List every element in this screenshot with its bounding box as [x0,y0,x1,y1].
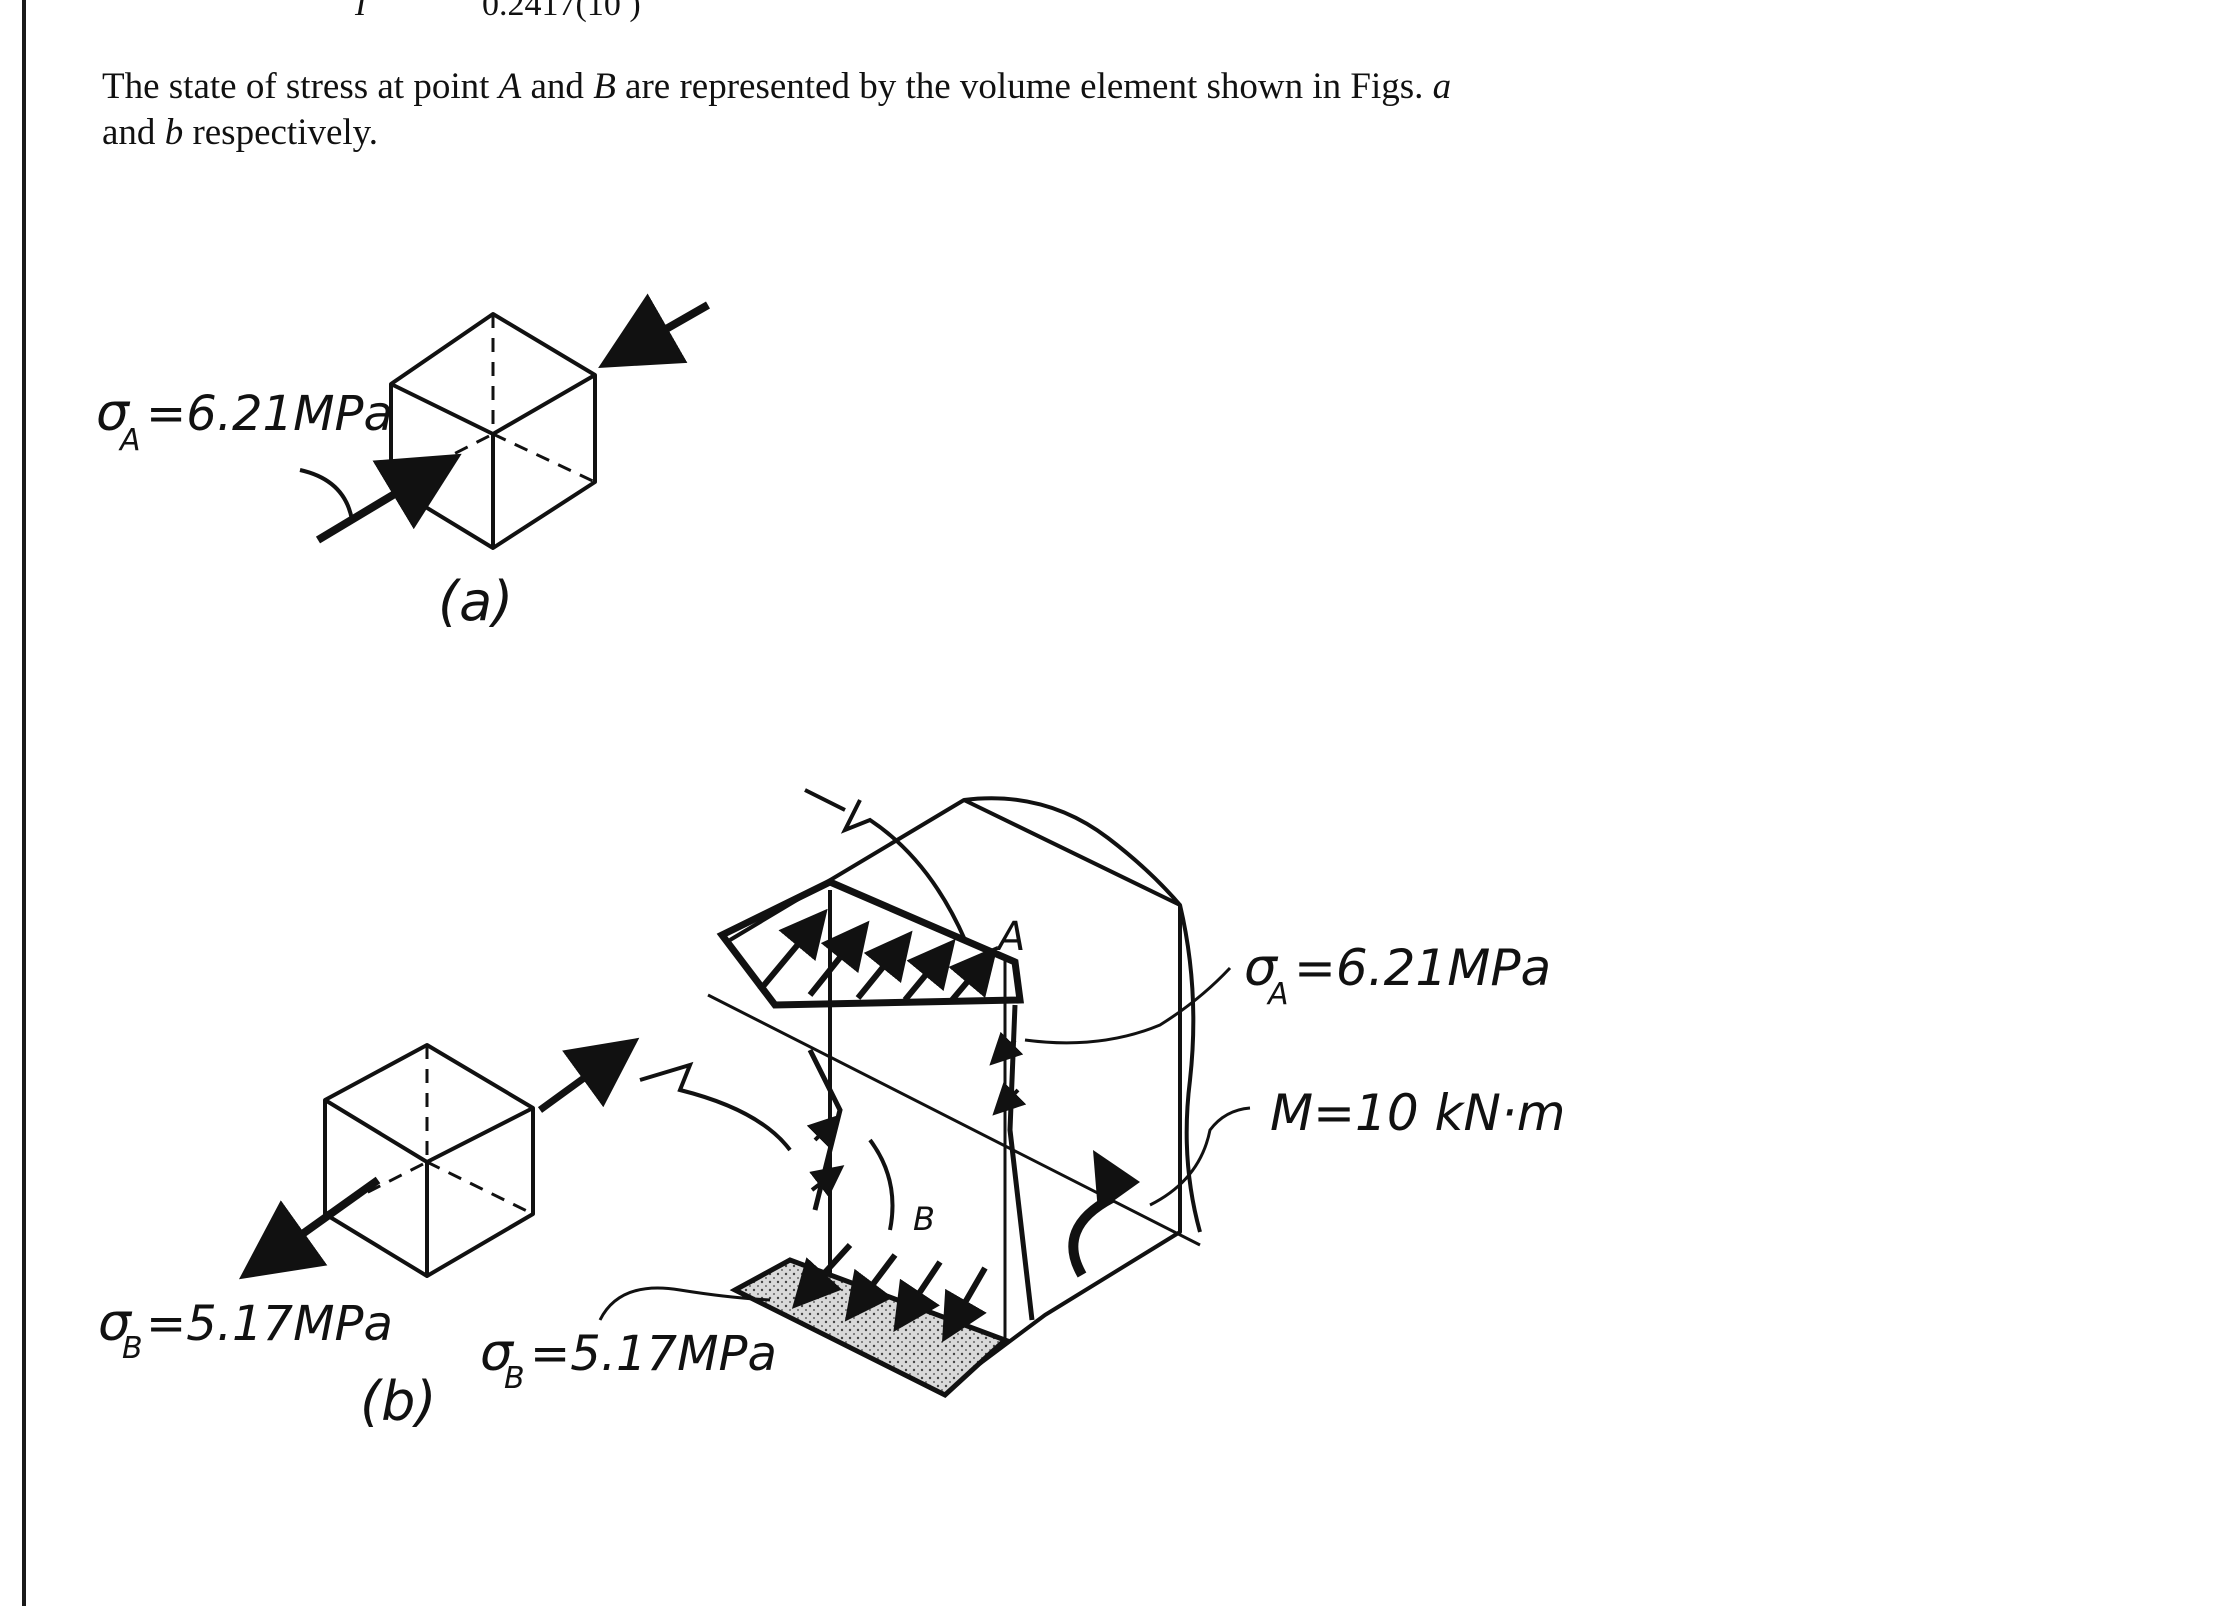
moment-of-inertia-value: 0.2417(10 ) [482,0,641,23]
sigma-a-arrows [299,293,710,544]
point-a-label: A [995,914,1025,960]
explanation-paragraph: The state of stress at point A and B are… [102,64,1502,156]
web [806,890,1035,1340]
point-b-label: B [913,1200,935,1238]
fig-a-ref: a [1432,66,1452,107]
paragraph-text-4: and [102,112,165,153]
moment-arrow-icon [1068,1150,1140,1278]
top-flange [716,878,1024,1009]
sigma-a-subscript: A [118,423,141,458]
sigma-b-symbol: σ [98,1293,133,1353]
moment-of-inertia-symbol: I [355,0,367,23]
sigma-b-subscript: B [122,1331,143,1366]
sigma-a-symbol: σ [96,383,131,443]
cube-b [323,1043,535,1278]
beam-section: A B σ A =6.21MPa M=10 kN·m σ B =5.17MPa [480,788,1566,1399]
bottom-flange [729,1242,1010,1399]
paragraph-text-5: respectively. [183,112,379,153]
fig-b-ref: b [164,112,184,153]
paragraph-text-1: The state of stress at point [102,66,499,107]
figure-b: σ B =5.17MPa (b) [98,1037,640,1433]
stress-flow-arrows [639,788,967,1231]
figure-a: σ A =6.21MPa (a) [96,293,710,633]
paragraph-text-3: are represented by the volume element sh… [615,66,1433,107]
point-b-ref: B [593,66,616,107]
cube-a [389,312,597,550]
leader-lines [598,966,1251,1321]
point-a-ref: A [498,66,522,107]
paragraph-text-2: and [521,66,594,107]
sigma-b-arrows [238,1037,640,1280]
moment-label: M=10 kN·m [1270,1084,1566,1142]
figure-b-caption: (b) [360,1370,436,1433]
beam-sigma-b-value: =5.17MPa [530,1326,777,1382]
figure-a-caption: (a) [438,570,513,633]
beam-sigma-a-value: =6.21MPa [1294,939,1551,997]
sigma-b-value: =5.17MPa [146,1296,393,1352]
sigma-a-value: =6.21MPa [146,386,393,442]
beam-sigma-b-subscript: B [504,1361,525,1396]
beam-sigma-b-symbol: σ [480,1323,515,1383]
beam-sigma-a-subscript: A [1266,977,1289,1012]
beam-sigma-a-symbol: σ [1244,938,1279,998]
left-margin-rule [22,0,26,1606]
